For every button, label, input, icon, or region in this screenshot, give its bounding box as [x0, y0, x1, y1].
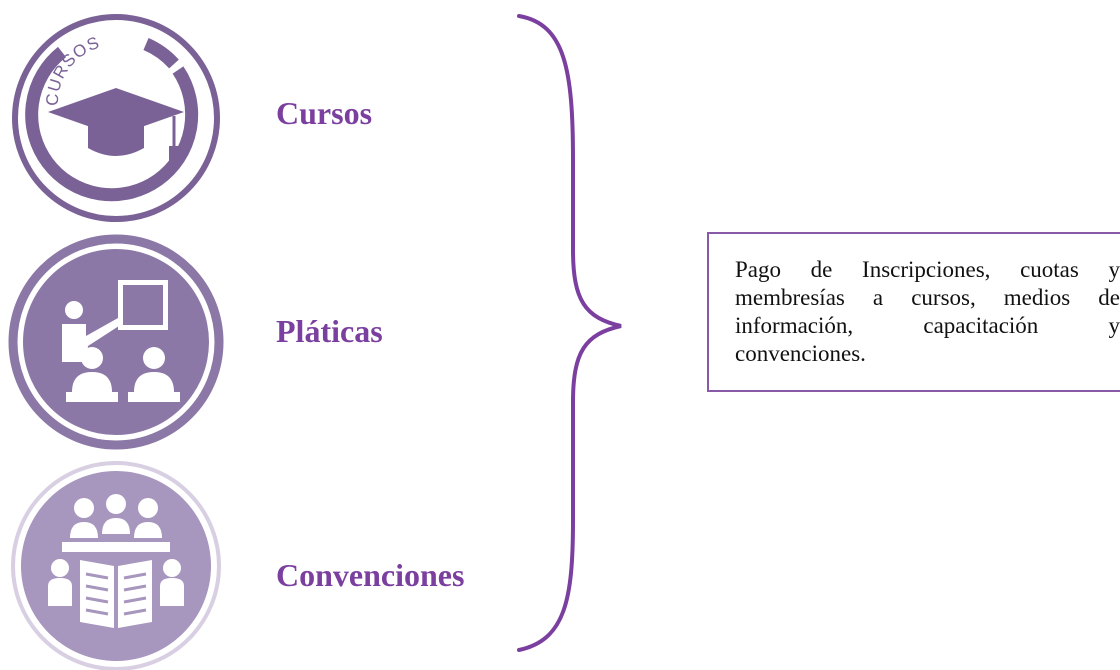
platicas-presentation-icon — [6, 232, 226, 452]
description-text: Pago de Inscripciones, cuotas y membresí… — [735, 257, 1120, 366]
curly-brace — [505, 0, 635, 670]
convenciones-meeting-group-icon — [6, 456, 226, 670]
item-label-cursos: Cursos — [276, 95, 373, 131]
item-label-convenciones: Convenciones — [276, 557, 465, 593]
item-label-platicas: Pláticas — [276, 313, 383, 349]
cursos-graduation-cap-icon: CURSOS — [6, 8, 226, 228]
description-box: Pago de Inscripciones, cuotas y membresí… — [707, 232, 1120, 392]
